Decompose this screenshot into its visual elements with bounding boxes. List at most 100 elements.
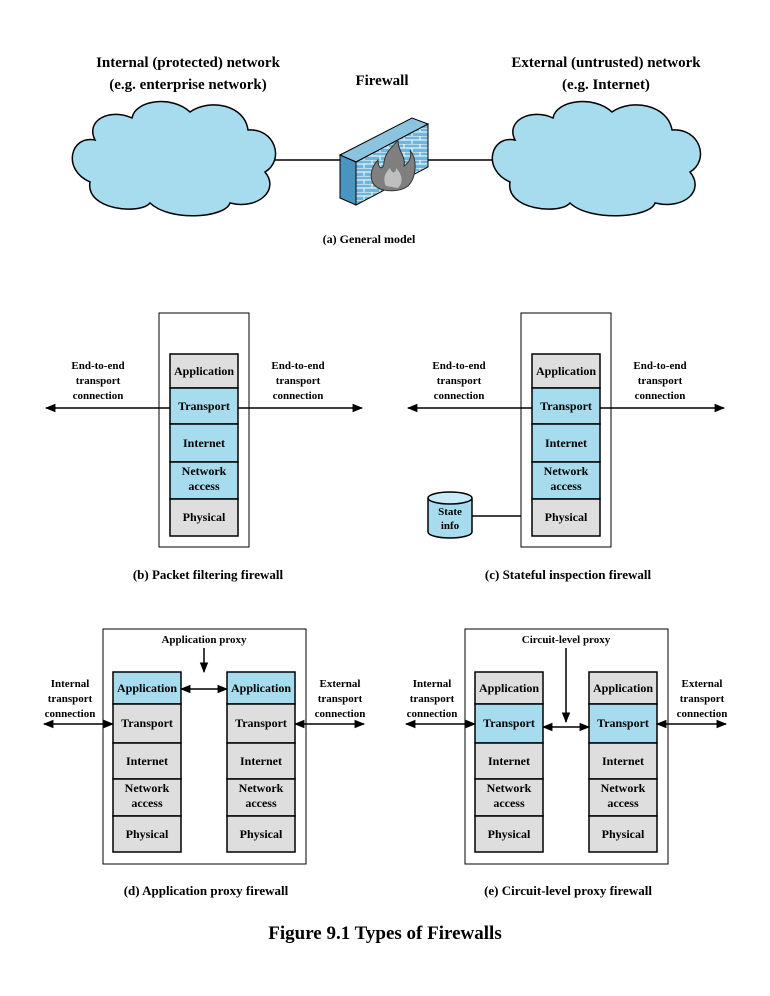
left-label-2: transport bbox=[76, 375, 121, 387]
right-label-1: End-to-end bbox=[271, 360, 324, 372]
right-label-2: transport bbox=[638, 375, 683, 387]
label-access: access bbox=[131, 796, 163, 810]
label-physical: Physical bbox=[183, 510, 226, 524]
label-application: Application bbox=[231, 681, 291, 695]
layer-network-access bbox=[531, 461, 601, 500]
layer-transport bbox=[169, 387, 239, 425]
right-label-1: End-to-end bbox=[633, 360, 686, 372]
firewall-boundary bbox=[464, 628, 669, 865]
panel-a-general-model: Internal (protected) network (e.g. enter… bbox=[71, 55, 702, 246]
external-cloud-icon bbox=[491, 100, 702, 217]
layer-physical bbox=[531, 498, 601, 537]
label-physical: Physical bbox=[126, 827, 169, 841]
label-application: Application bbox=[593, 681, 653, 695]
left-label-2: transport bbox=[410, 693, 455, 705]
label-access: access bbox=[607, 796, 639, 810]
label-application: Application bbox=[536, 364, 596, 378]
left-label-1: End-to-end bbox=[432, 360, 485, 372]
label-access: access bbox=[550, 479, 582, 493]
internal-network-example: (e.g. enterprise network) bbox=[109, 77, 266, 93]
panel-d-application-proxy: Application proxy Application Transport … bbox=[42, 628, 366, 898]
left-label-2: transport bbox=[48, 693, 93, 705]
layer-network-access bbox=[226, 778, 296, 817]
figure-title: Figure 9.1 Types of Firewalls bbox=[268, 923, 501, 944]
label-physical: Physical bbox=[602, 827, 645, 841]
label-transport: Transport bbox=[483, 716, 535, 730]
left-label-1: End-to-end bbox=[71, 360, 124, 372]
state-info-label-1: State bbox=[438, 506, 462, 518]
label-internet: Internet bbox=[488, 754, 530, 768]
label-physical: Physical bbox=[488, 827, 531, 841]
layer-network-access bbox=[588, 778, 658, 817]
panel-c-stateful-inspection: Application Transport Internet Network a… bbox=[406, 312, 726, 582]
panel-e-circuit-level-proxy: Circuit-level proxy Application Transpor… bbox=[404, 628, 727, 898]
external-network-label: External (untrusted) network bbox=[511, 55, 701, 71]
database-cylinder-icon bbox=[427, 491, 473, 539]
label-network: Network bbox=[544, 464, 589, 478]
label-network: Network bbox=[601, 781, 646, 795]
label-internet: Internet bbox=[183, 436, 225, 450]
label-internet: Internet bbox=[126, 754, 168, 768]
left-label-3: connection bbox=[45, 708, 96, 720]
label-physical: Physical bbox=[240, 827, 283, 841]
external-network-example: (e.g. Internet) bbox=[562, 77, 650, 93]
panel-b-packet-filtering: Application Transport Internet Network a… bbox=[44, 312, 364, 582]
internal-network-label: Internal (protected) network bbox=[96, 55, 281, 71]
left-label-1: Internal bbox=[51, 678, 90, 690]
right-label-3: connection bbox=[273, 390, 324, 402]
right-label-3: connection bbox=[315, 708, 366, 720]
label-network: Network bbox=[182, 464, 227, 478]
layer-transport bbox=[226, 703, 296, 744]
layer-physical bbox=[112, 815, 182, 853]
flame-icon bbox=[370, 138, 416, 192]
caption-stateful-inspection: (c) Stateful inspection firewall bbox=[485, 567, 652, 582]
proxy-label: Circuit-level proxy bbox=[522, 634, 611, 646]
right-label-2: transport bbox=[318, 693, 363, 705]
layer-application bbox=[112, 671, 182, 705]
left-label-3: connection bbox=[73, 390, 124, 402]
layer-internet bbox=[531, 423, 601, 463]
label-application: Application bbox=[174, 364, 234, 378]
caption-general-model: (a) General model bbox=[323, 232, 416, 246]
label-internet: Internet bbox=[602, 754, 644, 768]
right-label-2: transport bbox=[276, 375, 321, 387]
label-transport: Transport bbox=[540, 399, 592, 413]
caption-packet-filtering: (b) Packet filtering firewall bbox=[133, 567, 284, 582]
layer-network-access bbox=[112, 778, 182, 817]
label-transport: Transport bbox=[121, 716, 173, 730]
left-label-2: transport bbox=[437, 375, 482, 387]
layer-network-access bbox=[169, 461, 239, 500]
firewall-boundary bbox=[520, 312, 612, 548]
layer-internet bbox=[226, 742, 296, 780]
caption-circuit-level-proxy: (e) Circuit-level proxy firewall bbox=[484, 883, 652, 898]
label-internet: Internet bbox=[545, 436, 587, 450]
label-access: access bbox=[188, 479, 220, 493]
label-access: access bbox=[493, 796, 525, 810]
internal-cloud-icon bbox=[71, 100, 277, 217]
state-info-label-2: info bbox=[441, 520, 460, 532]
layer-internet bbox=[474, 742, 544, 780]
layer-physical bbox=[588, 815, 658, 853]
layer-application bbox=[474, 671, 544, 705]
layer-application bbox=[531, 353, 601, 389]
right-label-1: External bbox=[320, 678, 361, 690]
layer-internet bbox=[169, 423, 239, 463]
layer-physical bbox=[226, 815, 296, 853]
right-label-2: transport bbox=[680, 693, 725, 705]
layer-physical bbox=[169, 498, 239, 537]
label-network: Network bbox=[125, 781, 170, 795]
label-transport: Transport bbox=[597, 716, 649, 730]
right-label-1: External bbox=[682, 678, 723, 690]
caption-application-proxy: (d) Application proxy firewall bbox=[124, 883, 289, 898]
label-internet: Internet bbox=[240, 754, 282, 768]
layer-transport bbox=[112, 703, 182, 744]
layer-application bbox=[169, 353, 239, 389]
firewall-boundary bbox=[158, 312, 250, 548]
left-label-1: Internal bbox=[413, 678, 452, 690]
firewall-boundary bbox=[102, 628, 307, 865]
right-label-3: connection bbox=[635, 390, 686, 402]
layer-transport bbox=[531, 387, 601, 425]
label-transport: Transport bbox=[235, 716, 287, 730]
label-application: Application bbox=[117, 681, 177, 695]
